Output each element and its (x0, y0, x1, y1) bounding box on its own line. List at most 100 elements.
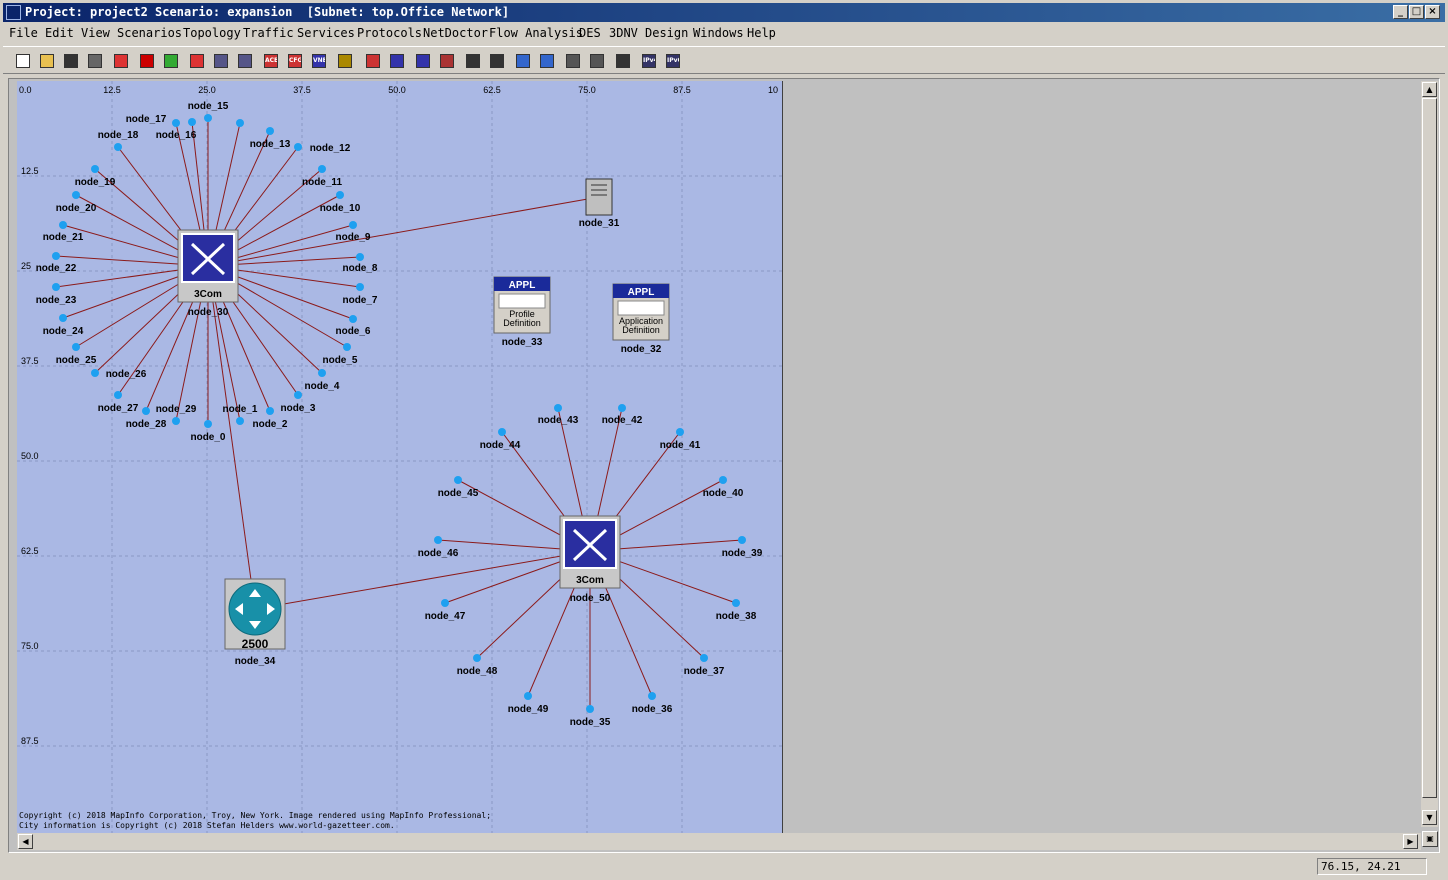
scroll-up-button[interactable]: ▲ (1422, 82, 1437, 97)
workstation-node_6[interactable] (59, 314, 67, 322)
workstation-node_16[interactable] (188, 118, 196, 126)
workstation-node_40[interactable] (719, 476, 727, 484)
menu-3dnv[interactable]: 3DNV (609, 26, 638, 40)
workstation-node_19[interactable] (294, 143, 302, 151)
server-icon[interactable] (585, 178, 613, 216)
workstation-node_48[interactable] (473, 654, 481, 662)
workstation-node_3[interactable] (114, 391, 122, 399)
minimize-button[interactable]: _ (1393, 5, 1408, 19)
menu-edit[interactable]: Edit (45, 26, 74, 40)
workstation-node_43[interactable] (554, 404, 562, 412)
workstation-node_20[interactable] (318, 165, 326, 173)
results-icon[interactable] (563, 51, 583, 71)
menu-file[interactable]: File (9, 26, 38, 40)
workstation-node_21[interactable] (336, 191, 344, 199)
vertical-scrollbar[interactable]: ▲ ▼ (1421, 81, 1438, 827)
workstation-node_11[interactable] (91, 165, 99, 173)
mesh-icon[interactable] (437, 51, 457, 71)
workstation-node_42[interactable] (618, 404, 626, 412)
workstation-node_49[interactable] (524, 692, 532, 700)
ipv6-b-icon[interactable]: IPv6 (663, 51, 683, 71)
traffic-light-icon[interactable] (335, 51, 355, 71)
delete-icon[interactable] (137, 51, 157, 71)
workstation-node_45[interactable] (454, 476, 462, 484)
run-des-icon[interactable] (387, 51, 407, 71)
menu-design[interactable]: Design (645, 26, 689, 40)
workstation-node_38[interactable] (732, 599, 740, 607)
workstation-node_44[interactable] (498, 428, 506, 436)
scroll-down-button[interactable]: ▼ (1422, 810, 1437, 825)
menu-flow-analysis[interactable]: Flow Analysis (489, 26, 583, 40)
menu-help[interactable]: Help (747, 26, 776, 40)
save-icon[interactable] (61, 51, 81, 71)
menu-scenarios[interactable]: Scenarios (117, 26, 183, 40)
close-button[interactable]: × (1425, 5, 1440, 19)
workstation-node_0[interactable] (266, 407, 274, 415)
workstation-node_2[interactable] (172, 417, 180, 425)
workstation-node_35[interactable] (586, 705, 594, 713)
pan-zoom-icon[interactable]: ▣ (1422, 831, 1438, 847)
menu-services[interactable]: Services (297, 26, 355, 40)
cfg-icon[interactable]: CFG (285, 51, 305, 71)
menu-windows[interactable]: Windows (693, 26, 744, 40)
scroll-left-button[interactable]: ◀ (18, 834, 33, 849)
ace-icon[interactable]: ACE (261, 51, 281, 71)
workstation-node_26[interactable] (343, 343, 351, 351)
workstation-node_9[interactable] (59, 221, 67, 229)
workstation-node_27[interactable] (318, 369, 326, 377)
print-icon[interactable] (85, 51, 105, 71)
workstation-node_8[interactable] (52, 252, 60, 260)
horizontal-scrollbar[interactable]: ◀ ▶ (17, 833, 1421, 850)
link-router-switch2[interactable] (254, 550, 591, 610)
import-icon[interactable] (513, 51, 533, 71)
workstation-node_46[interactable] (434, 536, 442, 544)
fail-node-icon[interactable] (187, 51, 207, 71)
report-icon[interactable] (613, 51, 633, 71)
scroll-thumb[interactable] (1422, 98, 1437, 798)
workstation-node_36[interactable] (648, 692, 656, 700)
workstation-node_13[interactable] (236, 119, 244, 127)
title-bar[interactable]: Project: project2 Scenario: expansion [S… (3, 3, 1445, 22)
workstation-node_7[interactable] (52, 283, 60, 291)
menu-protocols[interactable]: Protocols (357, 26, 423, 40)
configure-des-icon[interactable] (363, 51, 383, 71)
zoom-out-icon[interactable] (235, 51, 255, 71)
menu-topology[interactable]: Topology (183, 26, 241, 40)
topology-icon[interactable] (487, 51, 507, 71)
workstation-node_4[interactable] (91, 369, 99, 377)
workstation-node_23[interactable] (356, 253, 364, 261)
workstation-node_39[interactable] (738, 536, 746, 544)
maximize-button[interactable]: □ (1409, 5, 1424, 19)
link-router-switch1[interactable] (207, 265, 256, 610)
workstation-node_25[interactable] (349, 315, 357, 323)
workstation-node_17[interactable] (172, 119, 180, 127)
workstation-node_15[interactable] (204, 114, 212, 122)
workstation-node_5[interactable] (72, 343, 80, 351)
open-icon[interactable] (37, 51, 57, 71)
graph-icon[interactable] (587, 51, 607, 71)
workstation-node_28[interactable] (236, 417, 244, 425)
workstation-node_47[interactable] (441, 599, 449, 607)
workstation-node_29[interactable] (294, 391, 302, 399)
zoom-in-icon[interactable] (211, 51, 231, 71)
verify-links-icon[interactable] (161, 51, 181, 71)
menu-traffic[interactable]: Traffic (243, 26, 294, 40)
workstation-node_37[interactable] (700, 654, 708, 662)
workstation-node_10[interactable] (72, 191, 80, 199)
link-node_31[interactable] (207, 196, 600, 267)
select-node-icon[interactable] (413, 51, 433, 71)
new-project-icon[interactable] (13, 51, 33, 71)
menu-netdoctor[interactable]: NetDoctor (423, 26, 489, 40)
menu-view[interactable]: View (81, 26, 110, 40)
menu-des[interactable]: DES (579, 26, 601, 40)
workstation-node_14[interactable] (204, 420, 212, 428)
rsvp-icon[interactable] (537, 51, 557, 71)
workstation-node_41[interactable] (676, 428, 684, 436)
workstation-node_22[interactable] (349, 221, 357, 229)
vne-icon[interactable]: VNE (309, 51, 329, 71)
workstation-node_18[interactable] (114, 143, 122, 151)
workstation-node_24[interactable] (356, 283, 364, 291)
workstation-node_1[interactable] (142, 407, 150, 415)
